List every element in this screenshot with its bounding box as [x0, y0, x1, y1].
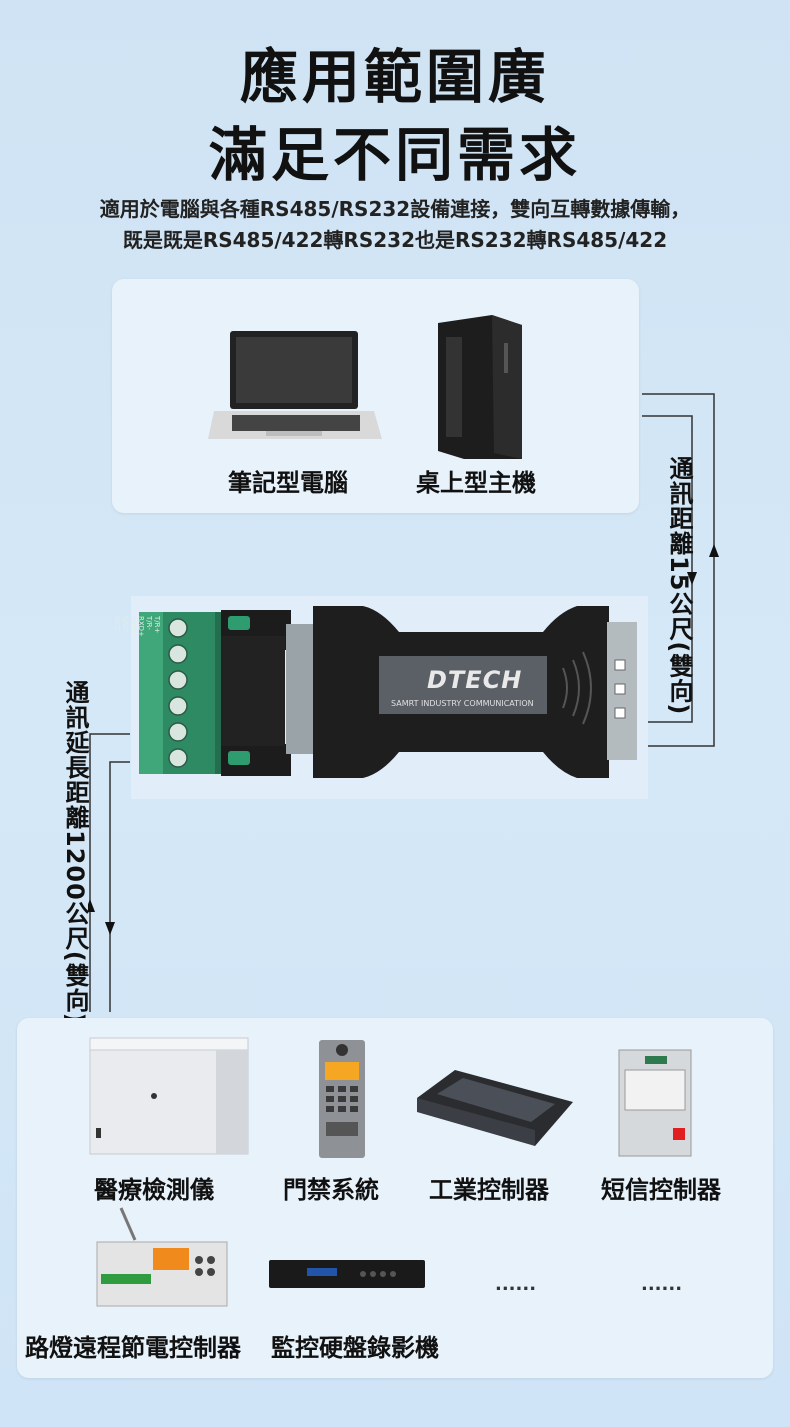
desktop-tower-icon — [438, 315, 522, 459]
device-label-dvr: 監控硬盤錄影機 — [271, 1334, 439, 1362]
dvr-icon — [269, 1260, 425, 1288]
brand-logo: DTECH — [427, 666, 523, 694]
laptop-icon — [208, 331, 382, 439]
terminal-pin-labels: T/R+ T/R- RXD+ RXD- GND VCC — [113, 616, 161, 772]
short-range-label: 通訊距離15公尺(雙向) — [665, 456, 693, 716]
subtitle-line-1: 適用於電腦與各種RS485/RS232設備連接，雙向互轉數據傳輸， — [99, 197, 691, 221]
converter-photo: T/R+ T/R- RXD+ RXD- GND VCC DTECH SAMRT … — [113, 596, 648, 799]
long-range-label: 通訊延長距離1200公尺(雙向) — [61, 680, 89, 1025]
streetlight-controller-icon — [96, 1207, 228, 1307]
device-label-industrial: 工業控制器 — [429, 1176, 549, 1204]
laptop-label: 筆記型電腦 — [228, 469, 348, 497]
device-label-medical: 醫療檢測儀 — [94, 1176, 214, 1204]
long-range-connector — [88, 733, 130, 1012]
sms-controller-icon — [618, 1049, 692, 1157]
pin-label: VCC — [113, 616, 121, 631]
headline-line-1: 應用範圍廣 — [239, 43, 550, 111]
converter-body — [139, 606, 637, 778]
more-devices-ellipsis: ...... — [495, 1274, 537, 1295]
device-label-streetlight: 路燈遠程節電控制器 — [25, 1334, 241, 1362]
pin-label: T/R+ — [153, 616, 161, 634]
device-label-sms: 短信控制器 — [601, 1176, 721, 1204]
short-range-connector — [642, 393, 719, 747]
headline-line-2: 滿足不同需求 — [208, 121, 581, 189]
device-label-access: 門禁系統 — [283, 1176, 379, 1204]
devices-card: 醫療檢測儀 門禁系統 工業控制器 短信控制器 ...... ...... 路燈遠… — [17, 1018, 773, 1378]
desktop-label: 桌上型主機 — [416, 469, 536, 497]
door-intercom-icon — [319, 1040, 365, 1158]
pin-label: RXD+ — [137, 616, 145, 637]
more-devices-ellipsis: ...... — [641, 1274, 683, 1295]
industrial-controller-icon — [417, 1070, 573, 1146]
pin-label: T/R- — [145, 616, 153, 630]
brand-tagline: SAMRT INDUSTRY COMMUNICATION — [391, 699, 534, 708]
subtitle-line-2: 既是既是RS485/422轉RS232也是RS232轉RS485/422 — [122, 228, 668, 252]
medical-analyzer-icon — [89, 1037, 249, 1155]
pin-label: RXD- — [129, 616, 137, 634]
pin-label: GND — [121, 616, 129, 633]
computers-card: 筆記型電腦 桌上型主機 — [112, 279, 639, 513]
